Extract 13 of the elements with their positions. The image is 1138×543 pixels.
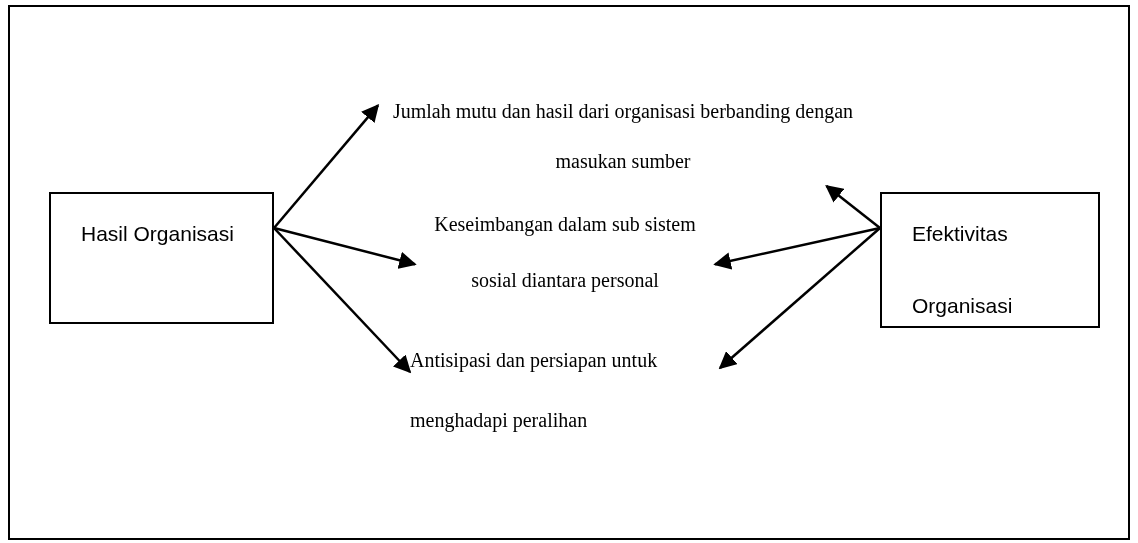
outcome-text: Jumlah mutu dan hasil dari organisasi berbanding dengan masukan sumber [391,99,855,174]
arrow [718,227,881,370]
outcome-text: Keseimbangan dalam sub sistem sosial diantara personal [433,212,697,294]
arrow [273,226,417,269]
arrow [273,227,412,374]
box-label: Efektivitas Organisasi [912,221,1014,319]
arrow [713,226,881,270]
outcome-text: Antisipasi dan persiapan untuk menghadapi peralihan [410,348,659,434]
process-box [49,192,274,324]
box-label: Hasil Organisasi [81,221,235,247]
arrow [825,184,881,229]
arrow [273,104,380,229]
process-box [880,192,1100,328]
